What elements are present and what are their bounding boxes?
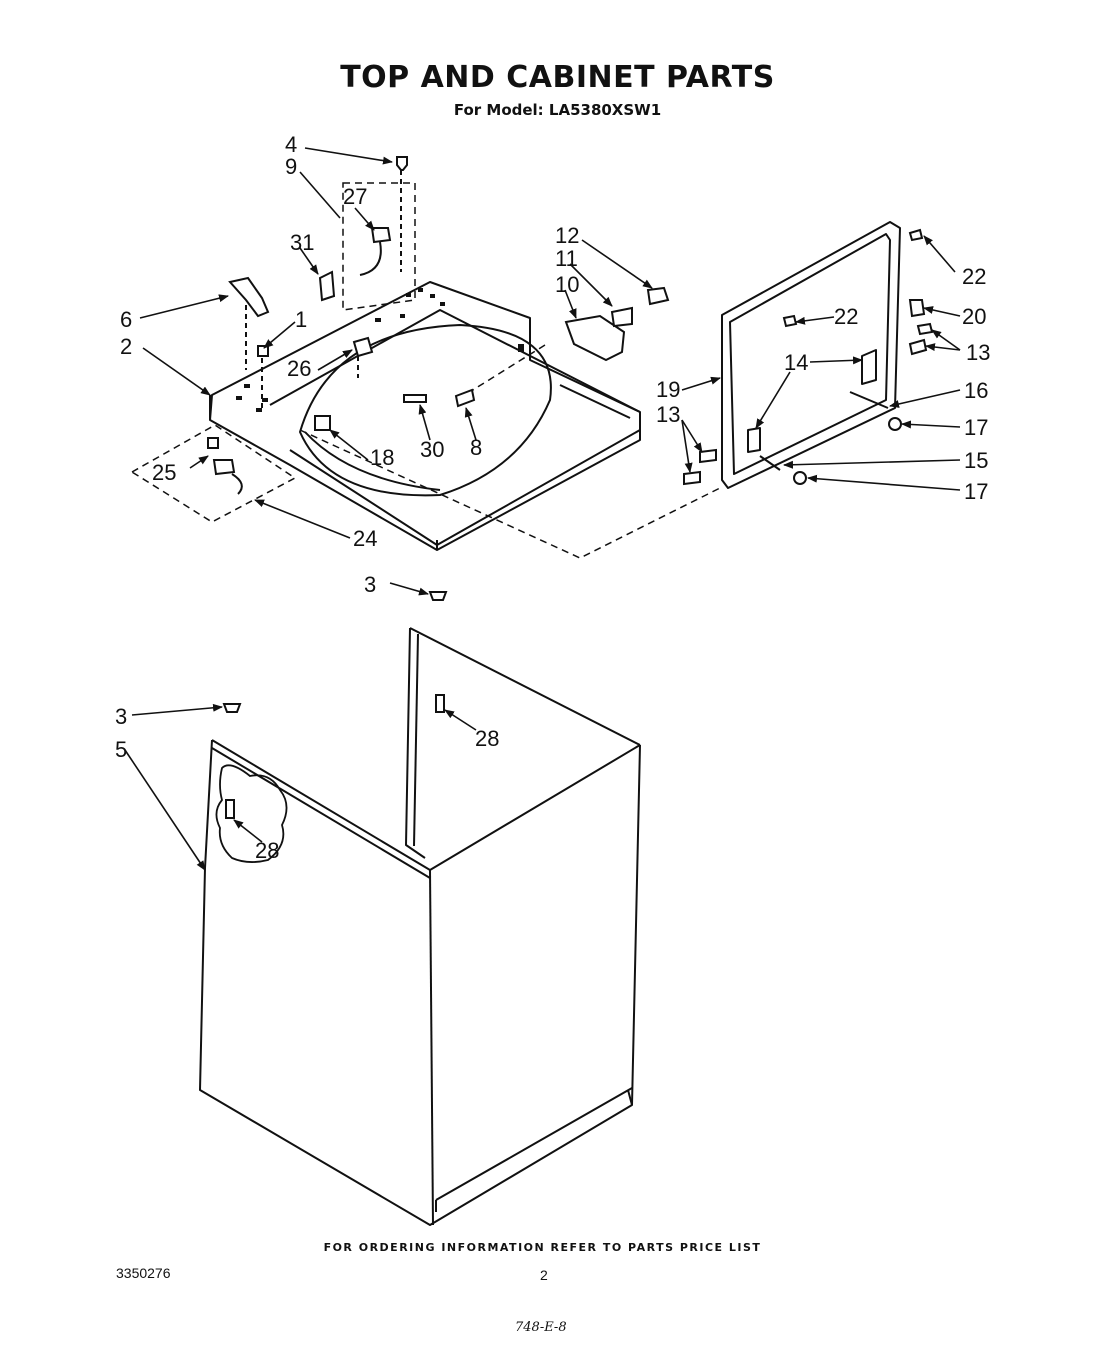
lid xyxy=(721,221,901,489)
callout-20: 20 xyxy=(962,304,986,329)
callout-12: 12 xyxy=(555,223,579,248)
top-panel xyxy=(209,281,641,551)
small-parts xyxy=(207,156,670,495)
callout-1: 1 xyxy=(295,307,307,332)
page-title: TOP AND CABINET PARTS xyxy=(340,60,775,95)
callout-11: 11 xyxy=(555,246,578,271)
screw-28-lower xyxy=(225,799,235,819)
callout-10: 10 xyxy=(555,272,579,297)
assembly-outlines xyxy=(130,182,721,559)
ordering-info-footer: FOR ORDERING INFORMATION REFER TO PARTS … xyxy=(323,1241,762,1254)
model-subtitle: For Model: LA5380XSW1 xyxy=(453,101,662,119)
lid-fasteners xyxy=(683,228,934,486)
callout-27: 27 xyxy=(343,184,367,209)
cabinet xyxy=(199,627,641,1226)
callout-28-lower: 28 xyxy=(255,838,279,863)
cabinet-cutout xyxy=(215,764,288,863)
callout-16: 16 xyxy=(964,378,988,403)
top-panel-holes xyxy=(236,288,524,412)
callout-14: 14 xyxy=(784,350,808,375)
callout-3-upper: 3 xyxy=(364,572,376,597)
callout-22-upper: 22 xyxy=(962,264,986,289)
callout-18: 18 xyxy=(370,445,394,470)
callout-13-right: 13 xyxy=(966,340,990,365)
callout-5: 5 xyxy=(115,737,127,762)
callout-19: 19 xyxy=(656,377,680,402)
screw-28-upper xyxy=(435,694,445,713)
callout-9: 9 xyxy=(285,154,297,179)
callout-22-lower: 22 xyxy=(834,304,858,329)
clip-3-lower xyxy=(222,703,242,713)
clip-3-upper xyxy=(428,591,448,601)
callout-31: 31 xyxy=(290,230,314,255)
callout-4: 4 xyxy=(285,132,297,157)
callout-8: 8 xyxy=(470,435,482,460)
callout-13-left: 13 xyxy=(656,402,680,427)
callout-2: 2 xyxy=(120,334,132,359)
callout-26: 26 xyxy=(287,356,311,381)
handwritten-note: 748-E-8 xyxy=(515,1320,567,1335)
page-number: 2 xyxy=(540,1267,548,1283)
callout-25: 25 xyxy=(152,460,176,485)
document-number: 3350276 xyxy=(116,1265,171,1281)
callout-15: 15 xyxy=(964,448,988,473)
leader-lines xyxy=(124,147,961,871)
callout-28-upper: 28 xyxy=(475,726,499,751)
callout-6: 6 xyxy=(120,307,132,332)
callout-3-lower: 3 xyxy=(115,704,127,729)
callout-17-lower: 17 xyxy=(964,479,988,504)
callout-30: 30 xyxy=(420,437,444,462)
callout-17-upper: 17 xyxy=(964,415,988,440)
callout-24: 24 xyxy=(353,526,377,551)
callout-labels: 4 9 27 31 6 1 2 26 12 11 10 30 8 18 25 2… xyxy=(115,132,990,863)
